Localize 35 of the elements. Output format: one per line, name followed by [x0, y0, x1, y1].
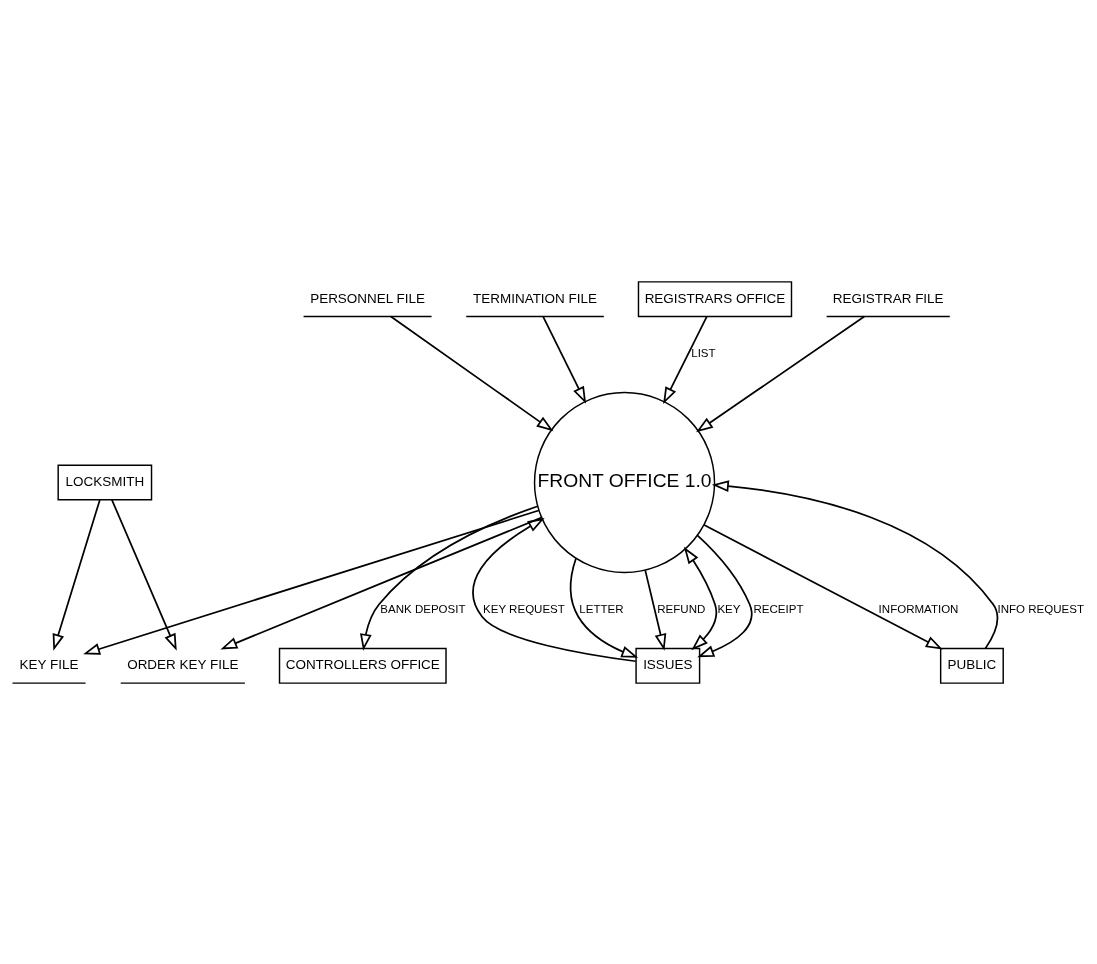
arrow [111, 498, 177, 651]
edge-label: RECEIPT [753, 602, 804, 615]
arrow [52, 498, 101, 651]
edge-label: REFUND [657, 602, 706, 615]
arrow [389, 315, 554, 431]
arrow [220, 516, 543, 649]
edge-label: INFO REQUEST [997, 602, 1084, 615]
arrow [703, 523, 943, 650]
arrow [472, 517, 637, 662]
edge-label: INFORMATION [878, 602, 959, 615]
node-text: REGISTRAR FILE [832, 290, 944, 306]
arrow [683, 546, 718, 650]
arrow [569, 557, 639, 658]
edge-label: LETTER [579, 602, 624, 615]
arrow [696, 534, 753, 657]
node-box: LOCKSMITH [57, 463, 153, 501]
arrow [360, 504, 539, 651]
arrow [644, 568, 667, 651]
arrow [542, 315, 587, 404]
arrow [711, 479, 999, 649]
edge-label: LIST [691, 346, 716, 359]
node-box: CONTROLLERS OFFICE [278, 647, 447, 684]
node-text: ORDER KEY FILE [127, 656, 239, 672]
edge-label: BANK DEPOSIT [380, 602, 466, 615]
node-box: REGISTRARS OFFICE [637, 280, 793, 317]
node-text: TERMINATION FILE [473, 290, 598, 306]
node-text: PERSONNEL FILE [310, 290, 425, 306]
edge-label: KEY [717, 602, 741, 615]
node-text: KEY FILE [19, 656, 79, 672]
arrow [696, 315, 866, 432]
arrow [663, 315, 708, 404]
arrow [83, 509, 540, 655]
node-box: ISSUES [635, 647, 701, 684]
edge-label: KEY REQUEST [483, 602, 565, 615]
node-box: PUBLIC [939, 647, 1004, 684]
